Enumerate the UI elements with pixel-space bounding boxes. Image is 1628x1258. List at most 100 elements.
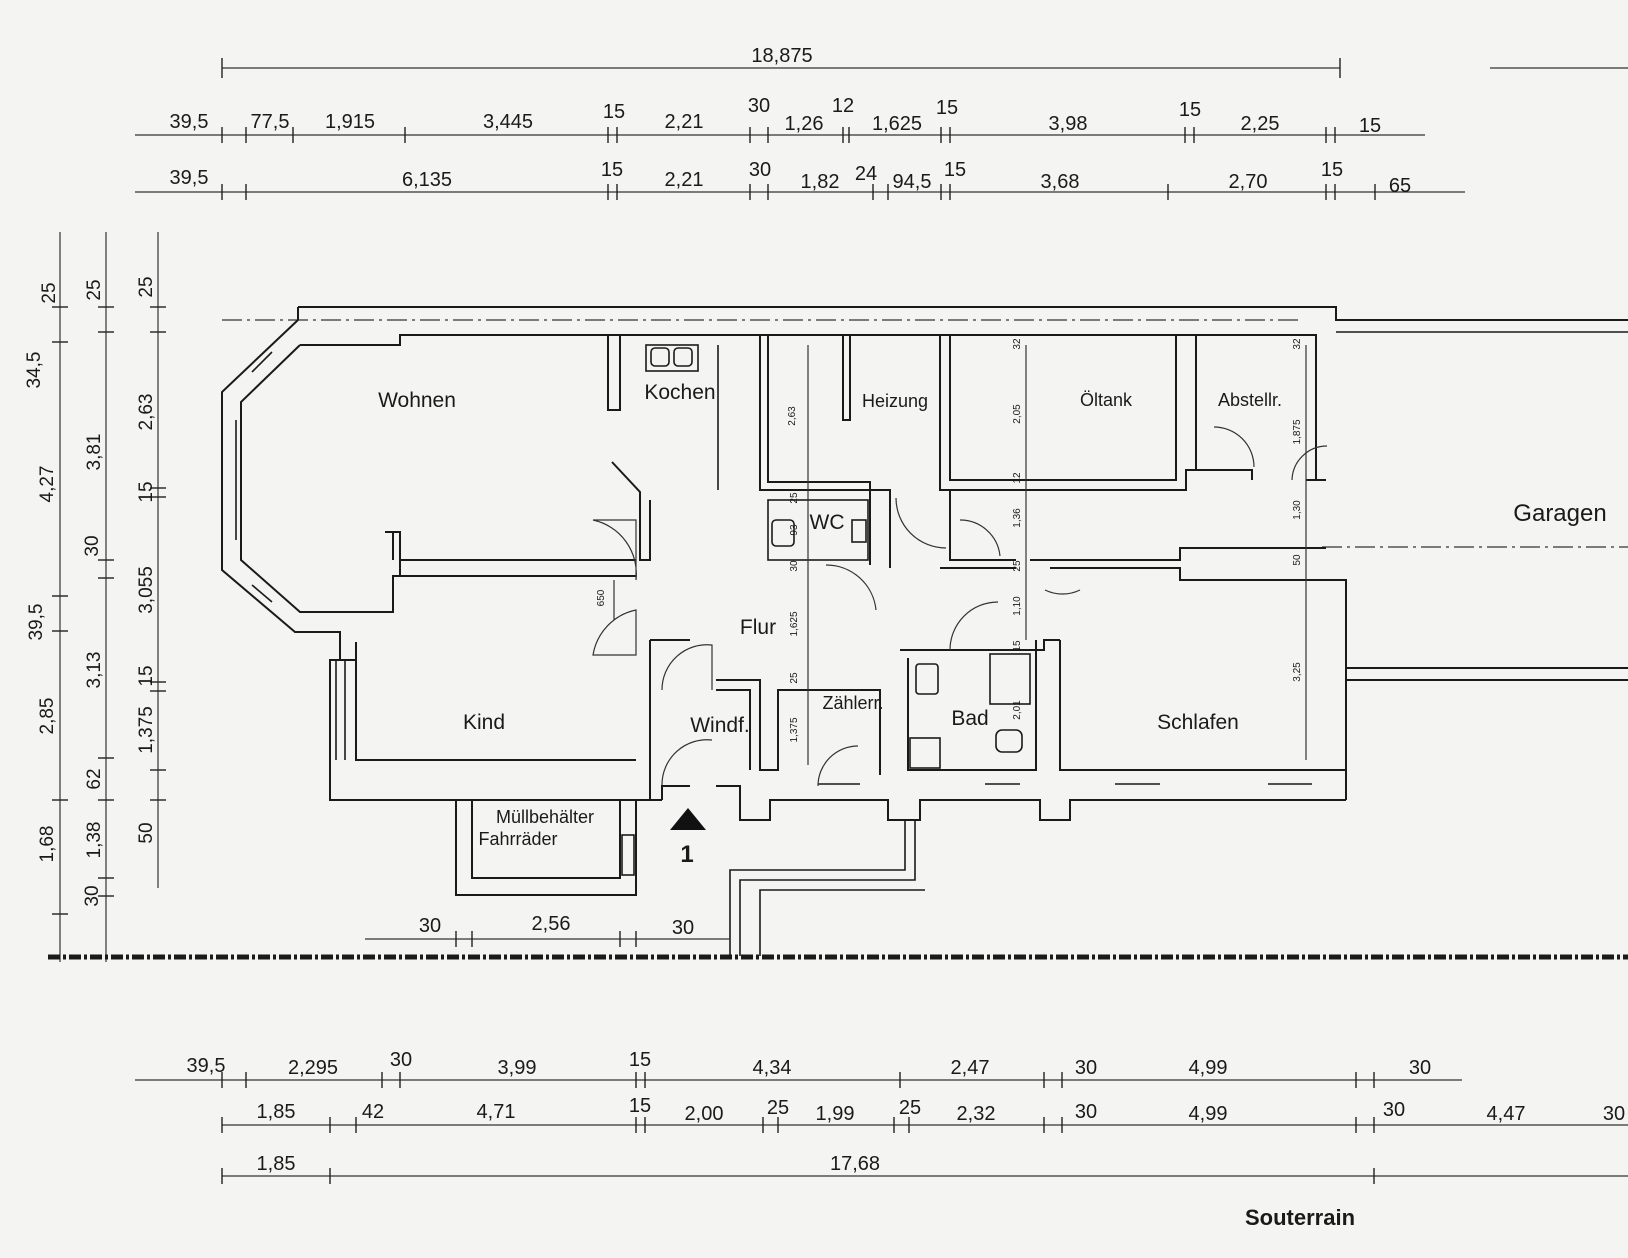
dim-l1-4: 1,68 <box>37 826 58 863</box>
dim-l1-top: 25 <box>39 282 60 303</box>
dim-b2-9: 30 <box>1075 1101 1097 1123</box>
dim-mid-0: 30 <box>419 915 441 937</box>
dim-t1-14: 15 <box>1359 115 1381 137</box>
room-labels: Wohnen Kochen Heizung Öltank Abstellr. G… <box>378 381 1607 849</box>
room-label-wohnen: Wohnen <box>378 389 456 412</box>
mid-dimension-chain: 30 2,56 30 <box>365 913 730 947</box>
dim-t2-1: 6,135 <box>402 169 452 191</box>
dim-in-2: 1,875 <box>1292 419 1303 444</box>
dim-b2-8: 2,32 <box>957 1103 996 1125</box>
dim-t2-11: 15 <box>1321 159 1343 181</box>
dim-in-10: 650 <box>596 589 607 606</box>
dim-t1-9: 1,625 <box>872 113 922 135</box>
dim-b2-11: 30 <box>1383 1099 1405 1121</box>
dim-t1-12: 15 <box>1179 99 1201 121</box>
dim-t1-6: 30 <box>748 95 770 117</box>
dim-t1-11: 3,98 <box>1049 113 1088 135</box>
dim-t2-10: 2,70 <box>1229 171 1268 193</box>
dim-in-20: 15 <box>1012 640 1023 652</box>
dim-t1-3: 3,445 <box>483 111 533 133</box>
room-label-kind: Kind <box>463 711 505 734</box>
dim-l1-1: 4,27 <box>37 466 58 503</box>
dim-b2-5: 25 <box>767 1097 789 1119</box>
entrance-number: 1 <box>680 841 693 868</box>
dim-l1-5: 30 <box>82 885 103 906</box>
washbasin-icon <box>915 663 939 695</box>
dim-in-18: 93 <box>789 524 800 536</box>
dim-b1-3: 3,99 <box>498 1057 537 1079</box>
dim-b2-0: 1,85 <box>257 1101 296 1123</box>
dim-b2-2: 4,71 <box>477 1101 516 1123</box>
dim-in-0: 2,63 <box>787 406 798 426</box>
dim-t2-5: 1,82 <box>801 171 840 193</box>
walls <box>221 306 1628 956</box>
left-dimension-chains: 25 34,5 4,27 39,5 2,85 1,68 30 25 3,81 3… <box>24 232 166 962</box>
dim-b1-1: 2,295 <box>288 1057 338 1079</box>
doors <box>592 426 1328 787</box>
property-lines <box>48 319 1628 960</box>
dim-in-5: 1,10 <box>1012 596 1023 616</box>
dim-l2-3: 3,13 <box>84 652 105 689</box>
room-label-fahrraeder: Fahrräder <box>478 829 557 849</box>
dim-l3-4: 15 <box>136 665 157 686</box>
dim-t2-6: 24 <box>855 163 877 185</box>
dim-t2-9: 3,68 <box>1041 171 1080 193</box>
dim-b1-2: 30 <box>390 1049 412 1071</box>
toilet-icon-bad <box>995 729 1023 753</box>
dim-in-17: 30 <box>789 560 800 572</box>
dim-t2-0: 39,5 <box>170 167 209 189</box>
dim-t2-4: 30 <box>749 159 771 181</box>
dim-t2-3: 2,21 <box>665 169 704 191</box>
dim-in-13: 12 <box>1012 472 1023 484</box>
dim-b1-6: 2,47 <box>951 1057 990 1079</box>
dim-in-7: 1,375 <box>789 717 800 742</box>
dim-b1-5: 4,34 <box>753 1057 792 1079</box>
dim-in-12: 32 <box>1292 338 1303 350</box>
dim-b2-4: 2,00 <box>685 1103 724 1125</box>
dim-l1-2: 39,5 <box>26 604 47 641</box>
entrance-arrow-icon <box>670 808 706 830</box>
dim-t1-8: 12 <box>832 95 854 117</box>
dim-b2-6: 1,99 <box>816 1103 855 1125</box>
room-label-muellbehaelter: Müllbehälter <box>496 807 594 827</box>
dim-l2-2: 30 <box>82 535 103 556</box>
dim-b1-0: 39,5 <box>187 1055 226 1077</box>
dim-in-19: 50 <box>1292 554 1303 566</box>
dim-l2-5: 1,38 <box>84 822 105 859</box>
dim-t1-13: 2,25 <box>1241 113 1280 135</box>
room-label-oeltank: Öltank <box>1080 390 1133 410</box>
dim-l2-4: 62 <box>84 768 105 789</box>
internal-dimensions: 2,63 2,05 1,875 1,36 1,30 1,10 1,625 1,3… <box>596 338 1307 765</box>
dim-b2-10: 4,99 <box>1189 1103 1228 1125</box>
room-label-wc: WC <box>810 511 845 534</box>
dim-t1-4: 15 <box>603 101 625 123</box>
dim-b2-7: 25 <box>899 1097 921 1119</box>
dim-t1-5: 2,21 <box>665 111 704 133</box>
dim-t2-8: 15 <box>944 159 966 181</box>
shower-icon <box>989 653 1031 705</box>
bottom-dimension-chains: 39,5 2,295 30 3,99 15 4,34 2,47 30 4,99 … <box>135 1049 1628 1184</box>
dim-in-11: 32 <box>1012 338 1023 350</box>
dim-b3-1: 17,68 <box>830 1153 880 1175</box>
dim-in-16: 25 <box>789 672 800 684</box>
plan-title: Souterrain <box>1245 1205 1355 1230</box>
dim-b3-0: 1,85 <box>257 1153 296 1175</box>
dim-in-6: 1,625 <box>789 611 800 636</box>
room-label-zaehlerr: Zählerr. <box>822 693 883 713</box>
room-label-windf: Windf. <box>690 714 750 737</box>
dim-b2-3: 15 <box>629 1095 651 1117</box>
dim-t2-2: 15 <box>601 159 623 181</box>
dim-mid-2: 30 <box>672 917 694 939</box>
dim-l1-3: 2,85 <box>37 698 58 735</box>
fixtures <box>645 344 1031 769</box>
room-label-flur: Flur <box>740 616 776 639</box>
toilet-icon <box>771 519 795 547</box>
dim-l1-0: 34,5 <box>24 352 45 389</box>
dim-b1-8: 4,99 <box>1189 1057 1228 1079</box>
room-label-schlafen: Schlafen <box>1157 711 1239 734</box>
dim-b1-9: 30 <box>1409 1057 1431 1079</box>
dim-t2-12: 65 <box>1389 175 1411 197</box>
dim-b2-1: 42 <box>362 1101 384 1123</box>
sink-icon <box>645 344 699 372</box>
